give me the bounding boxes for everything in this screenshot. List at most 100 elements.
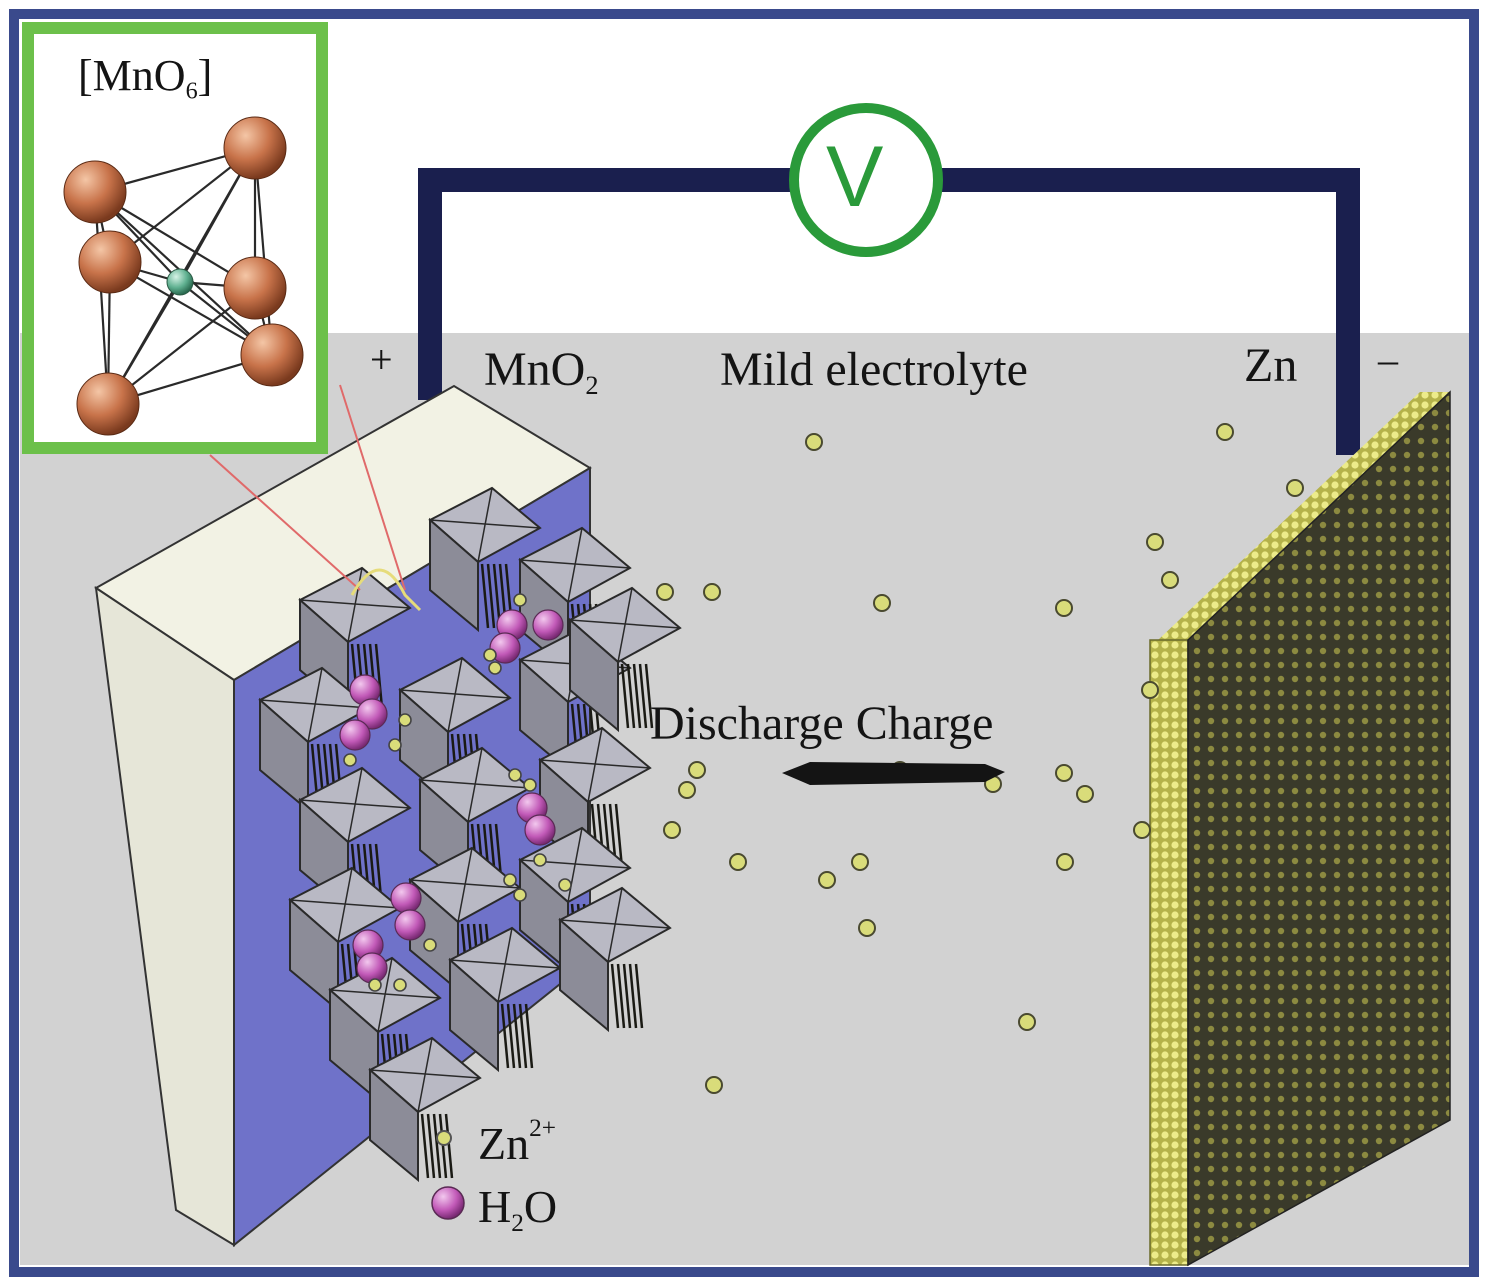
zn-ion <box>523 778 537 792</box>
cathode-label-main: MnO <box>484 343 586 396</box>
mno6-octahedron-tile <box>368 1036 482 1183</box>
zn-ion <box>533 853 547 867</box>
h2o-molecule <box>394 909 426 941</box>
mno6-octahedron-tile <box>558 886 672 1033</box>
zoom-line-left <box>209 454 361 591</box>
positive-terminal-label: + <box>370 337 393 382</box>
interlayer-stripe <box>500 1003 510 1069</box>
zn-ion <box>688 761 706 779</box>
interlayer-stripe <box>480 563 490 629</box>
mn-atom <box>166 268 194 296</box>
octahedron-side <box>449 957 499 1073</box>
voltmeter-symbol: V <box>826 129 884 225</box>
zn-ion <box>398 713 412 727</box>
interlayer-stripe <box>620 663 630 729</box>
zn-ion <box>513 593 527 607</box>
zn-ion <box>1141 681 1159 699</box>
zn-ion <box>851 853 869 871</box>
octahedron-side <box>559 917 609 1033</box>
octahedron-edge <box>567 527 583 603</box>
octahedron-edge <box>377 957 393 1033</box>
interlayer-stripe <box>374 643 384 709</box>
interlayer-stripe <box>638 663 648 729</box>
zn-ion <box>1056 853 1074 871</box>
h2o-molecule <box>532 609 564 641</box>
o-atom <box>223 116 287 180</box>
interlayer-stripe <box>632 663 642 729</box>
zn-ion <box>729 853 747 871</box>
zn-ion <box>1018 1013 1036 1031</box>
discharge-label: Discharge <box>650 697 844 750</box>
electrolyte-label: Mild electrolyte <box>720 343 1028 396</box>
zoom-line-right <box>339 384 406 591</box>
intercalated-h2o-group <box>339 609 564 984</box>
zn-ion <box>388 738 402 752</box>
legend-h2o-post: O <box>523 1181 558 1232</box>
legend-zn-ion-label: Zn2+ <box>478 1114 556 1170</box>
interlayer-stripe <box>486 563 496 629</box>
zn-ion <box>1146 533 1164 551</box>
zn-ion <box>558 878 572 892</box>
zn-ion <box>1286 479 1304 497</box>
inset-title-main: [MnO <box>78 51 186 100</box>
anode-top-edge <box>1158 392 1450 640</box>
octahedron-edge <box>617 587 633 663</box>
zn-ion <box>1133 821 1151 839</box>
interlayer-stripe <box>444 1113 454 1179</box>
h2o-molecule <box>356 952 388 984</box>
zn-ion <box>508 768 522 782</box>
legend-h2o-sub: 2 <box>511 1208 524 1237</box>
octahedron-edge <box>497 927 513 1003</box>
anode-side-edge <box>1149 639 1189 1266</box>
zn-ion <box>818 871 836 889</box>
mno6-octahedron-tile <box>568 586 682 733</box>
figure-frame <box>9 9 1479 1277</box>
octahedron-edge <box>347 567 363 643</box>
interlayer-stripe <box>524 1003 534 1069</box>
zn-ion <box>678 781 696 799</box>
octahedron-edge <box>607 887 623 963</box>
h2o-molecule <box>356 698 388 730</box>
octahedron-edge <box>477 487 493 563</box>
charge-label: Charge <box>855 697 994 750</box>
zn-ion <box>1076 785 1094 803</box>
o-atom <box>223 256 287 320</box>
mno2-cathode <box>94 384 682 1248</box>
octahedron-edge <box>467 747 483 823</box>
octahedron-atoms <box>63 116 304 436</box>
zn-ion <box>663 821 681 839</box>
zn-anode <box>1149 390 1451 1267</box>
octahedron-edge <box>457 847 473 923</box>
zn-ion <box>503 873 517 887</box>
mno6-octahedron-tile <box>258 666 372 813</box>
zn-ion <box>513 888 527 902</box>
interlayer-stripe <box>438 1113 448 1179</box>
h2o-molecule <box>524 814 556 846</box>
legend-zn-ion-marker <box>436 1130 452 1146</box>
interlayer-stripe <box>614 803 624 869</box>
inset-title: [MnO6] <box>78 50 212 105</box>
process-label: Discharge Charge <box>650 696 993 751</box>
interlayer-stripe <box>644 663 654 729</box>
h2o-molecule <box>339 719 371 751</box>
o-atom <box>240 323 304 387</box>
o-o-bond <box>93 191 110 405</box>
zn-ion <box>1216 423 1234 441</box>
h2o-molecule <box>390 882 422 914</box>
zn-ion <box>368 978 382 992</box>
o-o-bond <box>253 147 274 356</box>
zn-ion <box>858 919 876 937</box>
zn-ion <box>705 1076 723 1094</box>
mno6-octahedra-grid <box>258 486 682 1183</box>
anode-label: Zn <box>1244 339 1298 392</box>
interlayer-stripe <box>626 663 636 729</box>
zn-ion <box>656 583 674 601</box>
interlayer-stripe <box>506 1003 516 1069</box>
legend-zn-sup: 2+ <box>529 1114 557 1142</box>
interlayer-stripe <box>512 1003 522 1069</box>
discharge-charge-arrow <box>782 762 1005 785</box>
interlayer-stripe <box>622 963 632 1029</box>
zn-ion <box>703 583 721 601</box>
